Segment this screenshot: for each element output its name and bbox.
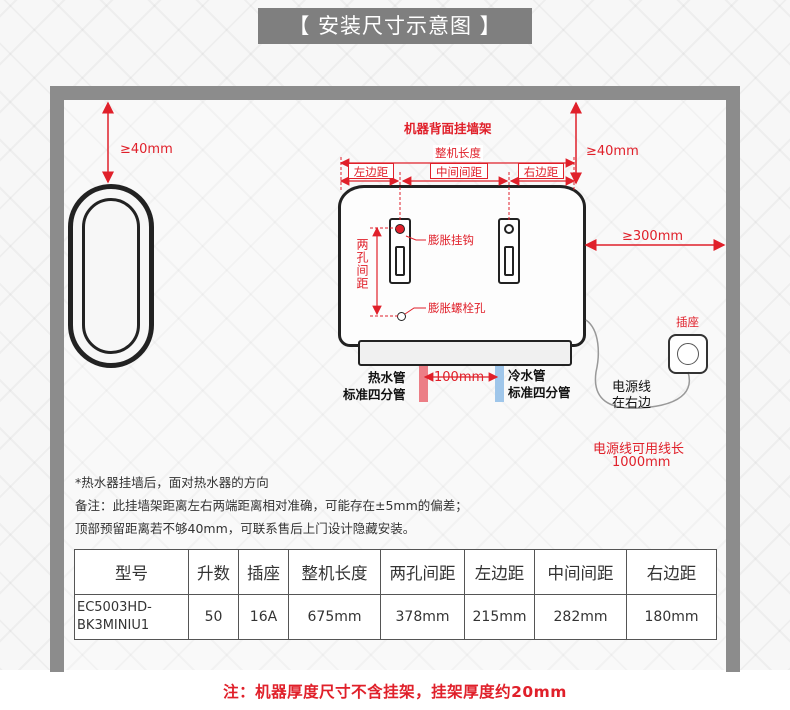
cell-hole-spacing: 378mm [380, 594, 465, 640]
footer-note: 注：机器厚度尺寸不含挂架，挂架厚度约20mm [223, 683, 567, 701]
table-header-row: 型号 升数 插座 整机长度 两孔间距 左边距 中间间距 右边距 [74, 549, 717, 595]
cold-pipe-spec: 标准四分管 [508, 385, 571, 400]
note-orientation: *热水器挂墙后，面对热水器的方向 [75, 475, 269, 490]
expansion-hook-label: 膨胀挂钩 [428, 233, 474, 247]
cell-center-spacing: 282mm [534, 594, 627, 640]
cell-model: EC5003HD- BK3MINIU1 [74, 594, 189, 640]
socket-label: 插座 [676, 315, 699, 329]
cord-length-value: 1000mm [612, 455, 671, 470]
note-tolerance: 备注：此挂墙架距离左右两端距离相对准确，可能存在±5mm的偏差； [75, 498, 468, 513]
water-heater-base [358, 340, 572, 366]
top-clearance-right-label: ≥40mm [586, 144, 639, 159]
hook-marker-dot [396, 225, 404, 233]
cold-water-pipe [495, 366, 504, 402]
spec-table: 型号 升数 插座 整机长度 两孔间距 左边距 中间间距 右边距 EC5003HD… [74, 549, 717, 640]
header-length: 整机长度 [288, 549, 381, 595]
header-socket: 插座 [238, 549, 289, 595]
hot-pipe-spec: 标准四分管 [343, 387, 406, 402]
center-spacing-label: 中间间距 [430, 163, 488, 179]
hot-pipe-label: 热水管 [368, 370, 406, 385]
header-hole-spacing: 两孔间距 [380, 549, 465, 595]
side-clearance-label: ≥300mm [622, 229, 684, 244]
right-wall-bracket [498, 218, 520, 284]
cell-left-margin: 215mm [464, 594, 535, 640]
pipe-spacing-label: 100mm [434, 370, 485, 385]
model-line-1: EC5003HD- [77, 600, 152, 615]
cell-length: 675mm [288, 594, 381, 640]
mirror-oval-inner [82, 198, 140, 354]
header-left-margin: 左边距 [464, 549, 535, 595]
header-right-margin: 右边距 [626, 549, 717, 595]
expansion-bolt-label: 膨胀螺栓孔 [428, 301, 486, 315]
socket-hole [677, 343, 699, 365]
cell-socket: 16A [238, 594, 289, 640]
page-title: 【 安装尺寸示意图 】 [258, 8, 532, 44]
header-liters: 升数 [188, 549, 239, 595]
top-clearance-left-label: ≥40mm [120, 142, 173, 157]
overall-length-label: 整机长度 [433, 145, 483, 161]
hot-water-pipe [419, 366, 428, 402]
header-center-spacing: 中间间距 [534, 549, 627, 595]
bracket-slot [395, 246, 405, 276]
table-row: EC5003HD- BK3MINIU1 50 16A 675mm 378mm 2… [74, 594, 717, 640]
power-cord-label: 电源线 [612, 380, 652, 395]
right-margin-label: 右边距 [518, 163, 564, 179]
cord-length-label: 电源线可用线长 [593, 442, 685, 457]
model-line-2: BK3MINIU1 [77, 618, 150, 633]
power-cord-side: 在右边 [612, 396, 652, 411]
note-clearance: 顶部预留距离若不够40mm，可联系售后上门设计隐藏安装。 [75, 521, 416, 536]
cell-right-margin: 180mm [626, 594, 717, 640]
bracket-title: 机器背面挂墙架 [404, 121, 492, 136]
header-model: 型号 [74, 549, 189, 595]
left-margin-label: 左边距 [348, 163, 394, 179]
cell-liters: 50 [188, 594, 239, 640]
hook-icon [504, 224, 514, 234]
bracket-slot [504, 246, 514, 276]
cold-pipe-label: 冷水管 [508, 368, 546, 383]
left-wall-bracket [389, 218, 411, 284]
hole-spacing-label: 两孔间距 [355, 238, 369, 290]
